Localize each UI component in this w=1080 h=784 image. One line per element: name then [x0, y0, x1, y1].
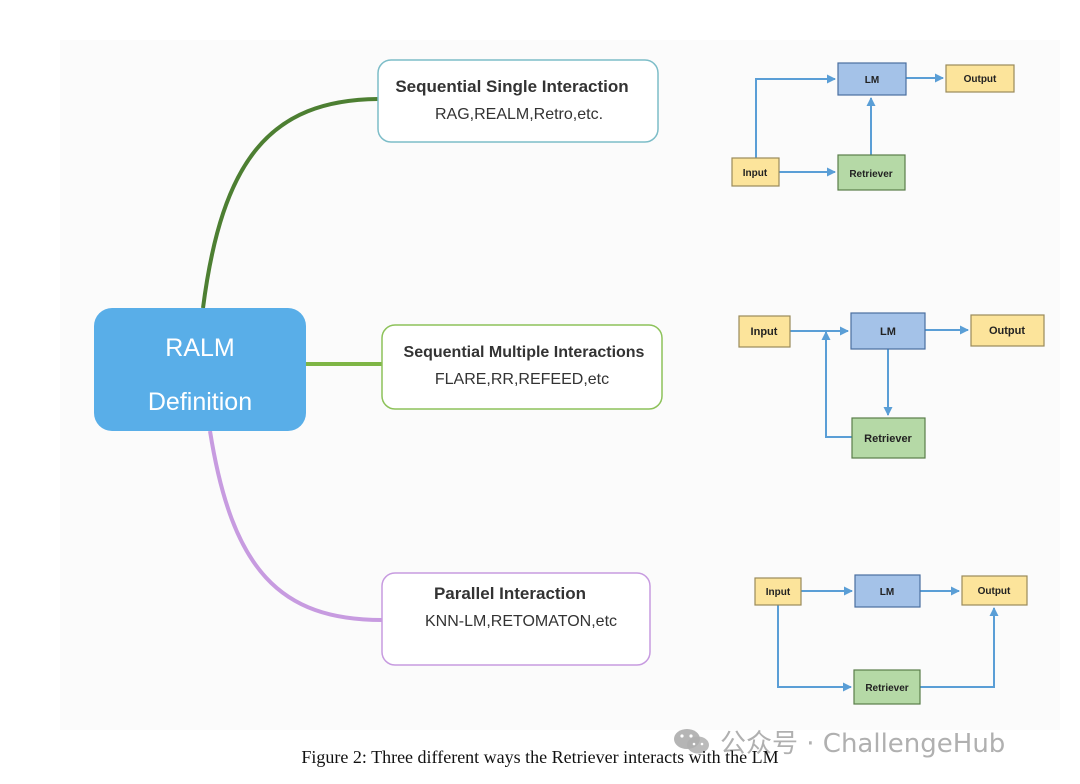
- arrow-retriever-feedback: [821, 331, 852, 438]
- retriever-box: [837, 154, 906, 191]
- branch-sequential-multiple-subtitle: FLARE,RR,REFEED,etc: [435, 371, 609, 388]
- figure-caption: Figure 2: Three different ways the Retri…: [301, 747, 779, 767]
- branch-sequential-multiple-box: [381, 324, 663, 410]
- retriever-label: Retriever: [849, 169, 892, 180]
- input-label: Input: [743, 168, 768, 179]
- lm-box: [854, 574, 921, 608]
- lm-label: LM: [865, 75, 879, 86]
- output-box: [961, 575, 1028, 606]
- output-box: [970, 314, 1045, 347]
- branch-parallel-subtitle: KNN-LM,RETOMATON,etc: [425, 613, 617, 630]
- branch-sequential-single-title: Sequential Single Interaction: [395, 77, 628, 96]
- lm-label: LM: [880, 326, 896, 338]
- branch-sequential-single-box: [377, 59, 659, 143]
- watermark-text: 公众号 · ChallengeHub: [720, 728, 1006, 759]
- output-box: [945, 64, 1015, 93]
- wechat-icon: [674, 729, 709, 754]
- output-label: Output: [964, 74, 997, 85]
- diagram-parallel: Input LM Output Retriever: [754, 574, 1028, 705]
- root-title-line2: Definition: [148, 388, 252, 416]
- watermark: 公众号 · ChallengeHub: [672, 724, 1006, 759]
- input-box: [731, 157, 780, 187]
- retriever-box: [853, 669, 921, 705]
- lm-box: [850, 312, 926, 350]
- diagram-sequential-single: LM Output Input Retriever: [731, 62, 1015, 191]
- branch-parallel-box: [381, 572, 651, 666]
- branch-parallel-title: Parallel Interaction: [434, 584, 586, 603]
- output-label: Output: [989, 325, 1025, 337]
- retriever-label: Retriever: [865, 683, 908, 694]
- root-node: [94, 308, 306, 431]
- input-label: Input: [766, 587, 791, 598]
- input-label: Input: [751, 326, 778, 338]
- diagram-sequential-multiple: Input LM Output Retriever: [738, 312, 1045, 459]
- input-box: [754, 577, 802, 606]
- lm-label: LM: [880, 587, 894, 598]
- branch-sequential-multiple-title: Sequential Multiple Interactions: [404, 344, 645, 361]
- output-label: Output: [978, 586, 1011, 597]
- arrow-input-to-lm: [755, 74, 836, 158]
- arrow-input-to-retriever: [777, 605, 852, 692]
- root-title-line1: RALM: [165, 334, 234, 362]
- input-box: [738, 315, 791, 348]
- branch-sequential-single-subtitle: RAG,REALM,Retro,etc.: [435, 106, 603, 123]
- retriever-box: [851, 417, 926, 459]
- connector-parallel: [208, 430, 383, 622]
- retriever-label: Retriever: [864, 433, 912, 445]
- arrow-retriever-to-output: [920, 607, 999, 688]
- connector-sequential-single: [201, 97, 379, 309]
- lm-box: [837, 62, 907, 96]
